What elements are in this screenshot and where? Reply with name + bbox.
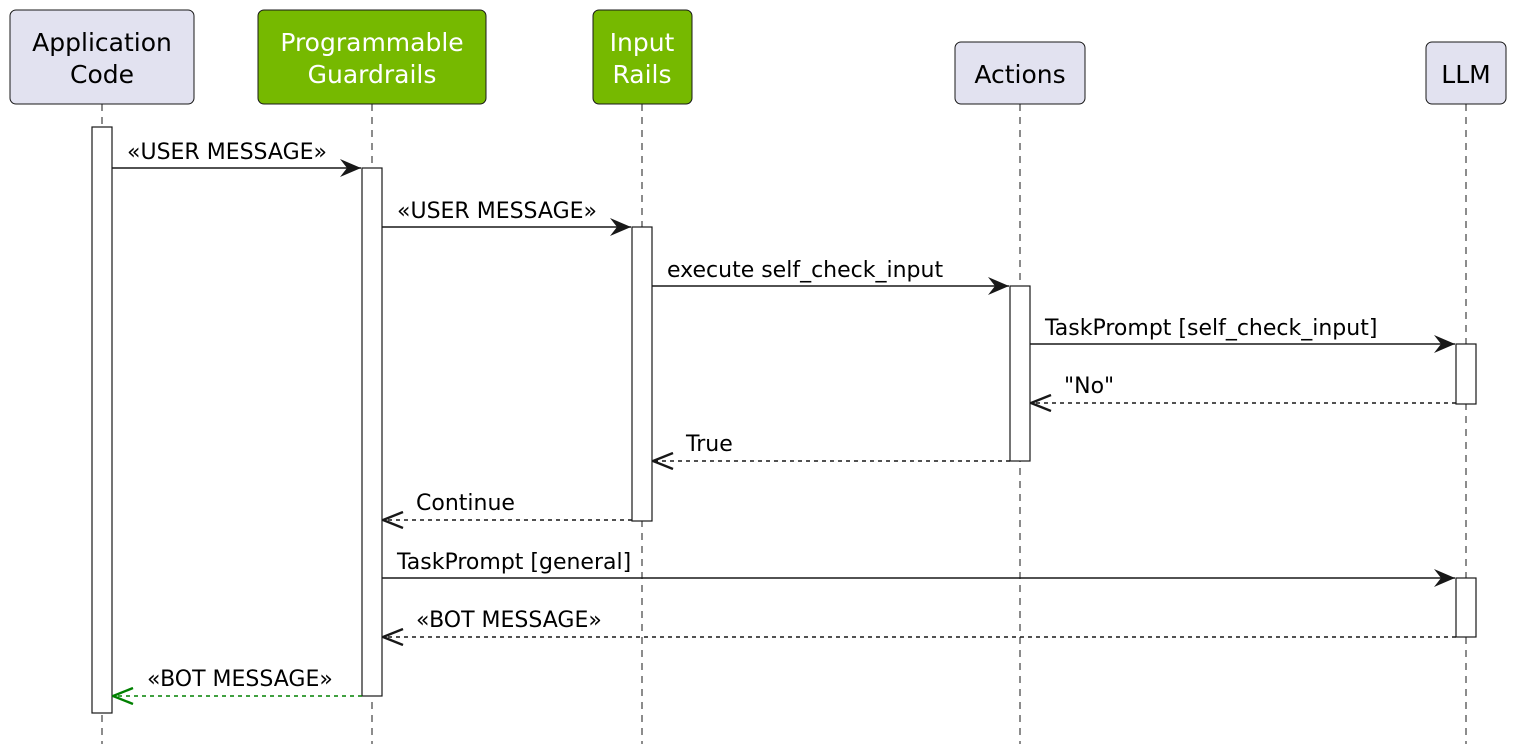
participant-llm: LLM	[1425, 41, 1507, 105]
participant-box	[1425, 41, 1507, 105]
participant-label: Input	[610, 28, 675, 57]
participant-box	[257, 9, 487, 105]
participant-label: Guardrails	[308, 60, 437, 89]
message-llm-bot-message: «BOT MESSAGE»	[383, 608, 1456, 637]
participant-box	[592, 9, 693, 105]
message-label: Continue	[416, 491, 515, 516]
message-label: TaskPrompt [self_check_input]	[1044, 316, 1377, 341]
lifelines	[101, 104, 1467, 744]
participant-actions: Actions	[954, 41, 1086, 105]
message-label: TaskPrompt [general]	[396, 550, 631, 575]
message-label: «BOT MESSAGE»	[147, 667, 333, 692]
message-taskprompt-self-check: TaskPrompt [self_check_input]	[1030, 316, 1455, 353]
participant-box	[9, 9, 195, 105]
message-llm-no: "No"	[1031, 374, 1456, 403]
message-taskprompt-general: TaskPrompt [general]	[382, 550, 1455, 587]
participant-app: Application Code	[9, 9, 195, 105]
message-actions-true: True	[653, 432, 1010, 461]
activation-guardrails	[361, 167, 383, 697]
message-execute-self-check: execute self_check_input	[652, 258, 1009, 295]
message-continue: Continue	[383, 491, 632, 520]
message-label: «USER MESSAGE»	[397, 199, 597, 224]
activation-input-rails	[631, 226, 653, 522]
message-guardrails-to-input-rails: «USER MESSAGE»	[382, 199, 631, 236]
message-label: True	[685, 432, 733, 457]
message-user-to-guardrails: «USER MESSAGE»	[112, 140, 361, 177]
participant-label: Application	[32, 28, 172, 57]
participant-label: Rails	[612, 60, 671, 89]
activation-app	[91, 126, 113, 714]
participant-guardrails: Programmable Guardrails	[257, 9, 487, 105]
activation-actions	[1009, 285, 1031, 462]
message-label: «BOT MESSAGE»	[416, 608, 602, 633]
participant-label: Programmable	[280, 28, 463, 57]
activation-llm-general	[1455, 577, 1477, 638]
message-bot-message-to-app: «BOT MESSAGE»	[113, 667, 362, 696]
activations	[91, 126, 1477, 714]
messages: «USER MESSAGE» «USER MESSAGE» execute se…	[112, 140, 1456, 696]
participant-input-rails: Input Rails	[592, 9, 693, 105]
participant-box	[954, 41, 1086, 105]
message-label: «USER MESSAGE»	[127, 140, 327, 165]
message-label: execute self_check_input	[667, 258, 943, 283]
activation-llm-check	[1455, 343, 1477, 405]
participant-label: Actions	[974, 60, 1065, 89]
participants: Application Code Programmable Guardrails…	[9, 9, 1507, 105]
participant-label: LLM	[1441, 60, 1490, 89]
participant-label: Code	[70, 60, 134, 89]
message-label: "No"	[1064, 374, 1114, 399]
